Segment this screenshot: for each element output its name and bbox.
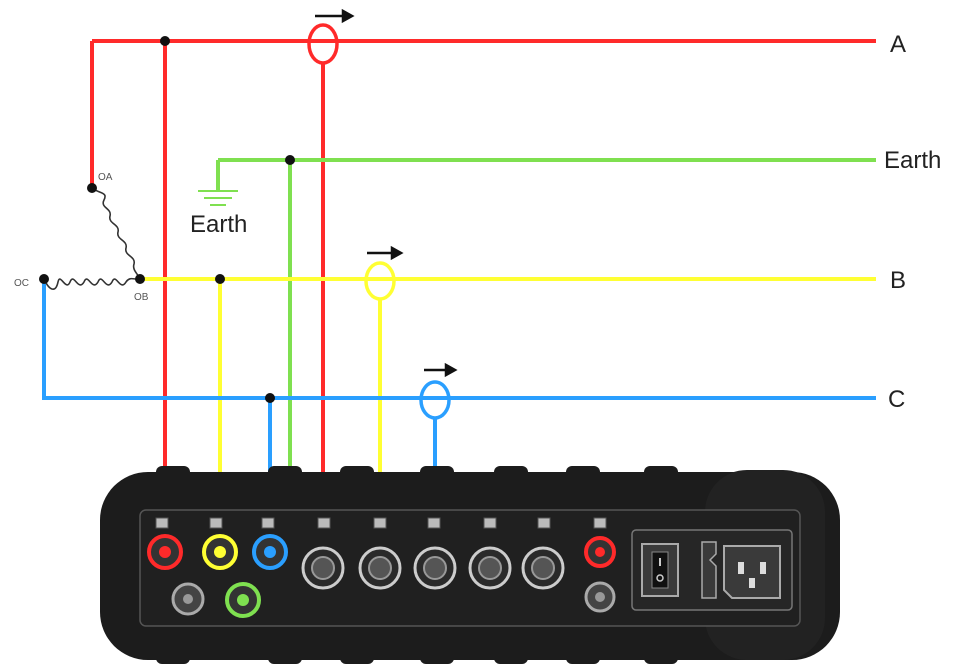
junction-c — [265, 393, 275, 403]
winding-a-node — [87, 183, 97, 193]
winding-c-label: OC — [14, 278, 29, 289]
transformer-windings — [43, 187, 141, 290]
current-clamp-a — [307, 23, 339, 65]
fuse-holder — [701, 541, 717, 599]
connector-2[interactable] — [358, 546, 402, 590]
connector-3[interactable] — [413, 546, 457, 590]
winding-b-label: OB — [134, 292, 149, 303]
phase-c-label: C — [888, 386, 905, 413]
junction-earth — [285, 155, 295, 165]
connector-1[interactable] — [301, 546, 345, 590]
winding-c-coil — [43, 277, 141, 290]
phase-b-label: B — [890, 267, 906, 294]
junction-a — [160, 36, 170, 46]
winding-c-node — [39, 274, 49, 284]
current-clamp-c — [419, 380, 451, 420]
phase-a-label: A — [890, 31, 906, 58]
power-inlet[interactable] — [723, 545, 781, 599]
connector-4[interactable] — [468, 546, 512, 590]
current-clamp-b — [364, 261, 396, 301]
winding-b-node — [135, 274, 145, 284]
junction-b — [215, 274, 225, 284]
earth-line-label: Earth — [884, 147, 941, 174]
winding-a-coil — [91, 187, 141, 280]
current-connectors — [301, 546, 565, 590]
phase-a-wiring — [90, 23, 876, 545]
direction-arrows — [315, 8, 458, 378]
measuring-device — [100, 466, 840, 664]
winding-a-label: OA — [98, 172, 113, 183]
indicator-leds — [155, 517, 607, 529]
connector-5[interactable] — [521, 546, 565, 590]
phase-c-line — [42, 279, 876, 400]
earth-symbol-label: Earth — [190, 211, 247, 238]
